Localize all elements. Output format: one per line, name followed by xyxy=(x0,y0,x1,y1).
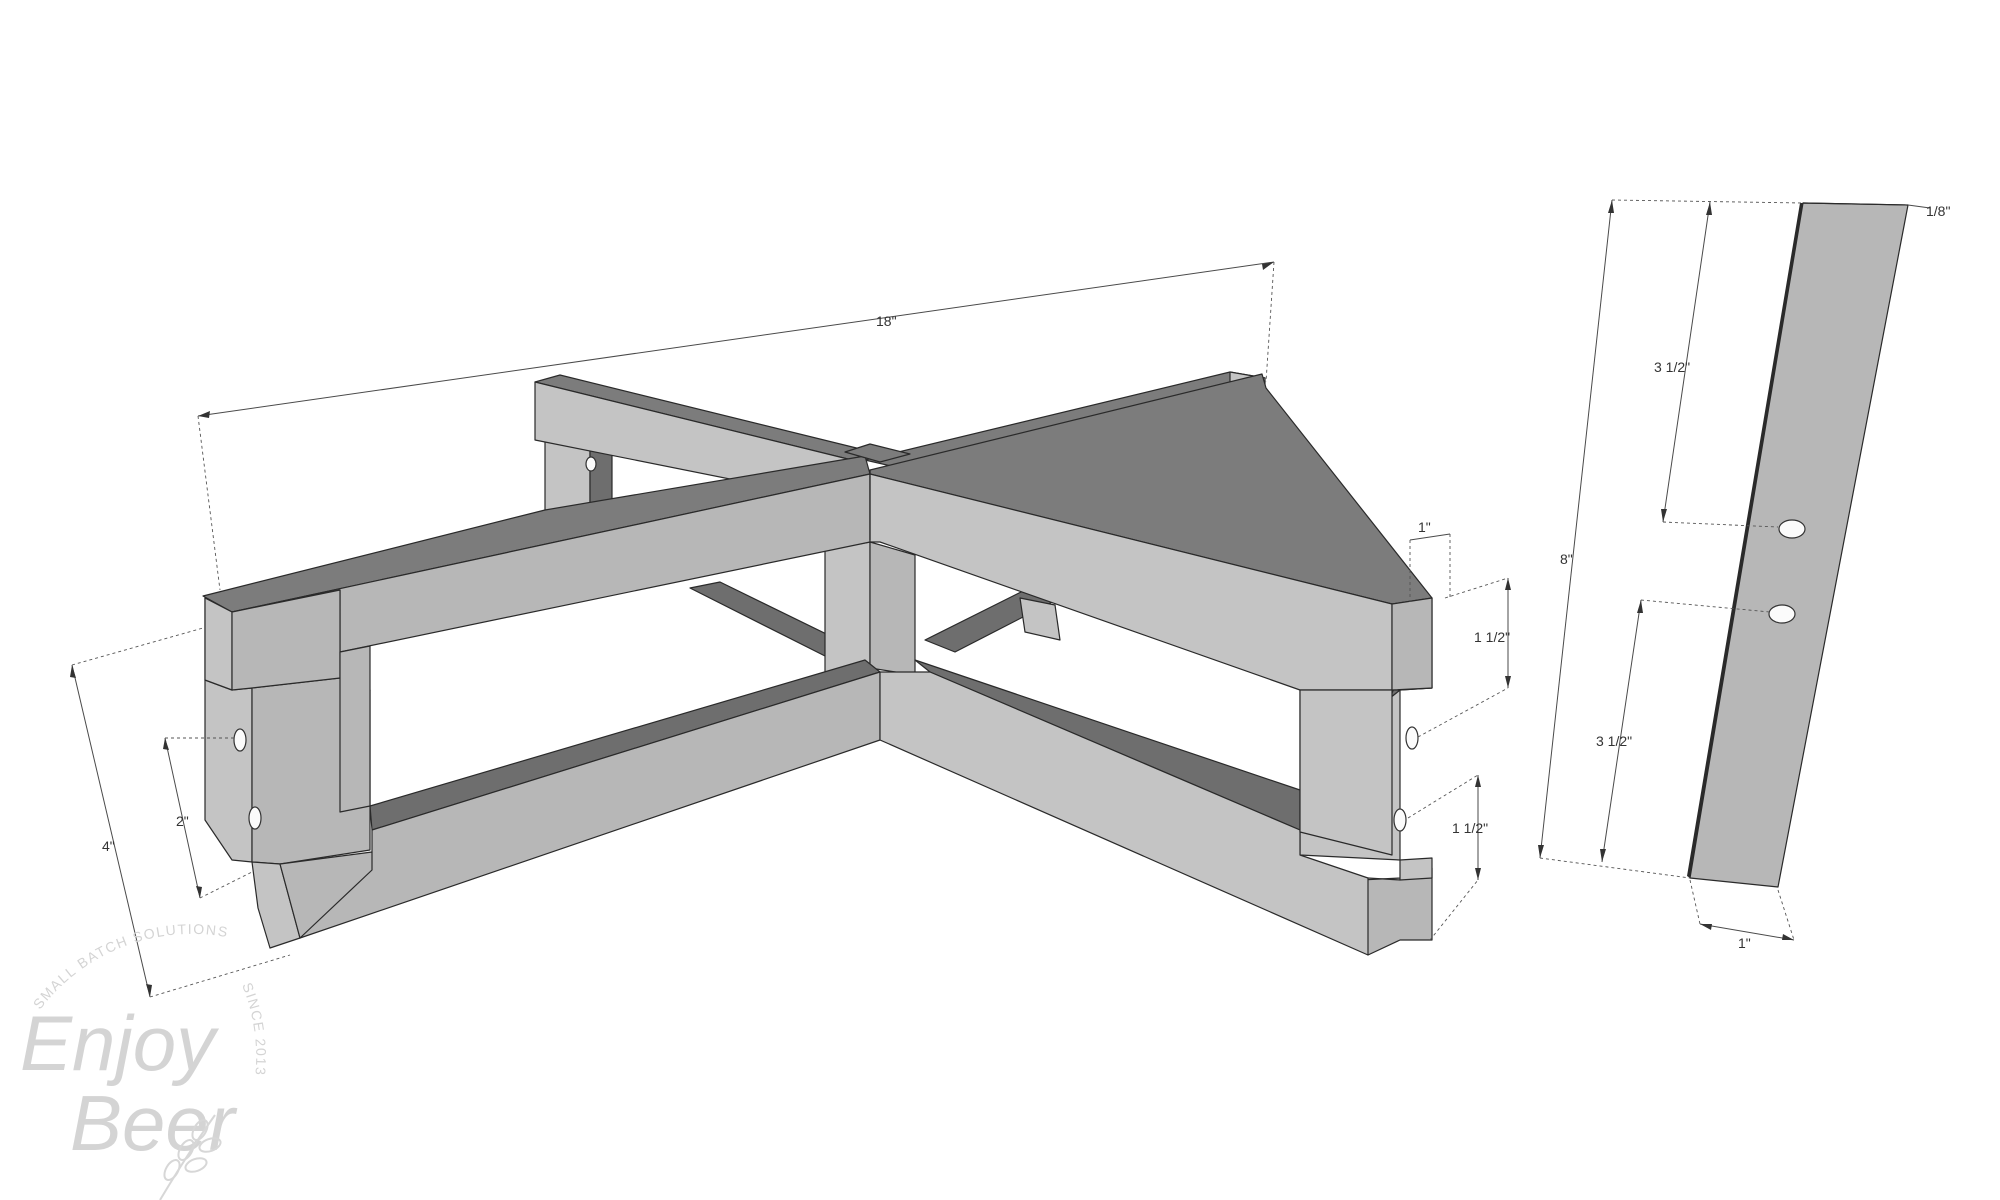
dim-hole-spacing-label: 2" xyxy=(176,813,189,829)
dim-leg-width: 1" xyxy=(1409,519,1451,602)
wheat-icon xyxy=(159,1114,222,1200)
dim-hole-offset-upper: 1 1/2" xyxy=(1417,577,1511,738)
svg-text:SINCE 2013: SINCE 2013 xyxy=(239,980,269,1077)
rail-front-right-lower xyxy=(879,659,1369,956)
rail-front-left-lower xyxy=(251,659,881,949)
stand-dimensions: 18" 4" 2" 1" xyxy=(70,261,1511,998)
dim-bar-lower-offset: 3 1/2" xyxy=(1596,599,1771,863)
dim-leg-height-label: 4" xyxy=(102,838,115,854)
dim-bar-lower-offset-label: 3 1/2" xyxy=(1596,733,1632,749)
dim-hole-offset-lower: 1 1/2" xyxy=(1407,774,1488,941)
dim-hole-spacing: 2" xyxy=(163,737,253,899)
dim-bar-length: 8" xyxy=(1538,199,1804,879)
brand-watermark-logo: SMALL BATCH SOLUTIONS SINCE 2013 Enjoy B… xyxy=(20,921,269,1200)
dim-leg-height: 4" xyxy=(70,627,291,998)
rail-back-lower xyxy=(689,581,1061,657)
flat-bar xyxy=(1687,202,1909,888)
center-post xyxy=(824,541,916,676)
dim-bar-thickness-label: 1/8" xyxy=(1926,203,1950,219)
hole-icon xyxy=(1768,604,1796,624)
dim-hole-offset-lower-label: 1 1/2" xyxy=(1452,820,1488,836)
watermark-word-beer: Beer xyxy=(70,1079,238,1167)
bar-dimensions: 8" 1/8" 3 1/2" 3 1/2" xyxy=(1538,199,1950,951)
hole-icon xyxy=(233,728,247,752)
stand-assembly xyxy=(202,371,1433,956)
hole-icon xyxy=(1393,808,1407,832)
dim-hole-offset-upper-label: 1 1/2" xyxy=(1474,629,1510,645)
dim-bar-upper-offset: 3 1/2" xyxy=(1654,201,1779,528)
flat-bar-edge xyxy=(1687,203,1803,878)
hole-icon xyxy=(585,456,597,472)
hole-icon xyxy=(1778,519,1806,539)
hole-icon xyxy=(248,806,262,830)
watermark-since: SINCE 2013 xyxy=(239,980,268,1077)
hole-icon xyxy=(1405,726,1419,750)
dim-overall-length: 18" xyxy=(197,261,1275,591)
dim-bar-width: 1" xyxy=(1689,879,1795,951)
dim-leg-width-label: 1" xyxy=(1418,519,1431,535)
watermark-word-enjoy: Enjoy xyxy=(20,999,219,1087)
rail-front-right-top xyxy=(869,373,1433,856)
flat-bar-face xyxy=(1689,202,1909,888)
dim-bar-thickness: 1/8" xyxy=(1907,203,1950,219)
dim-bar-width-label: 1" xyxy=(1738,935,1751,951)
cross-top-center xyxy=(844,443,911,540)
dim-bar-upper-offset-label: 3 1/2" xyxy=(1654,359,1690,375)
dim-bar-length-label: 8" xyxy=(1560,551,1573,567)
front-left-leg-face xyxy=(231,589,371,813)
dim-overall-length-label: 18" xyxy=(876,313,897,329)
